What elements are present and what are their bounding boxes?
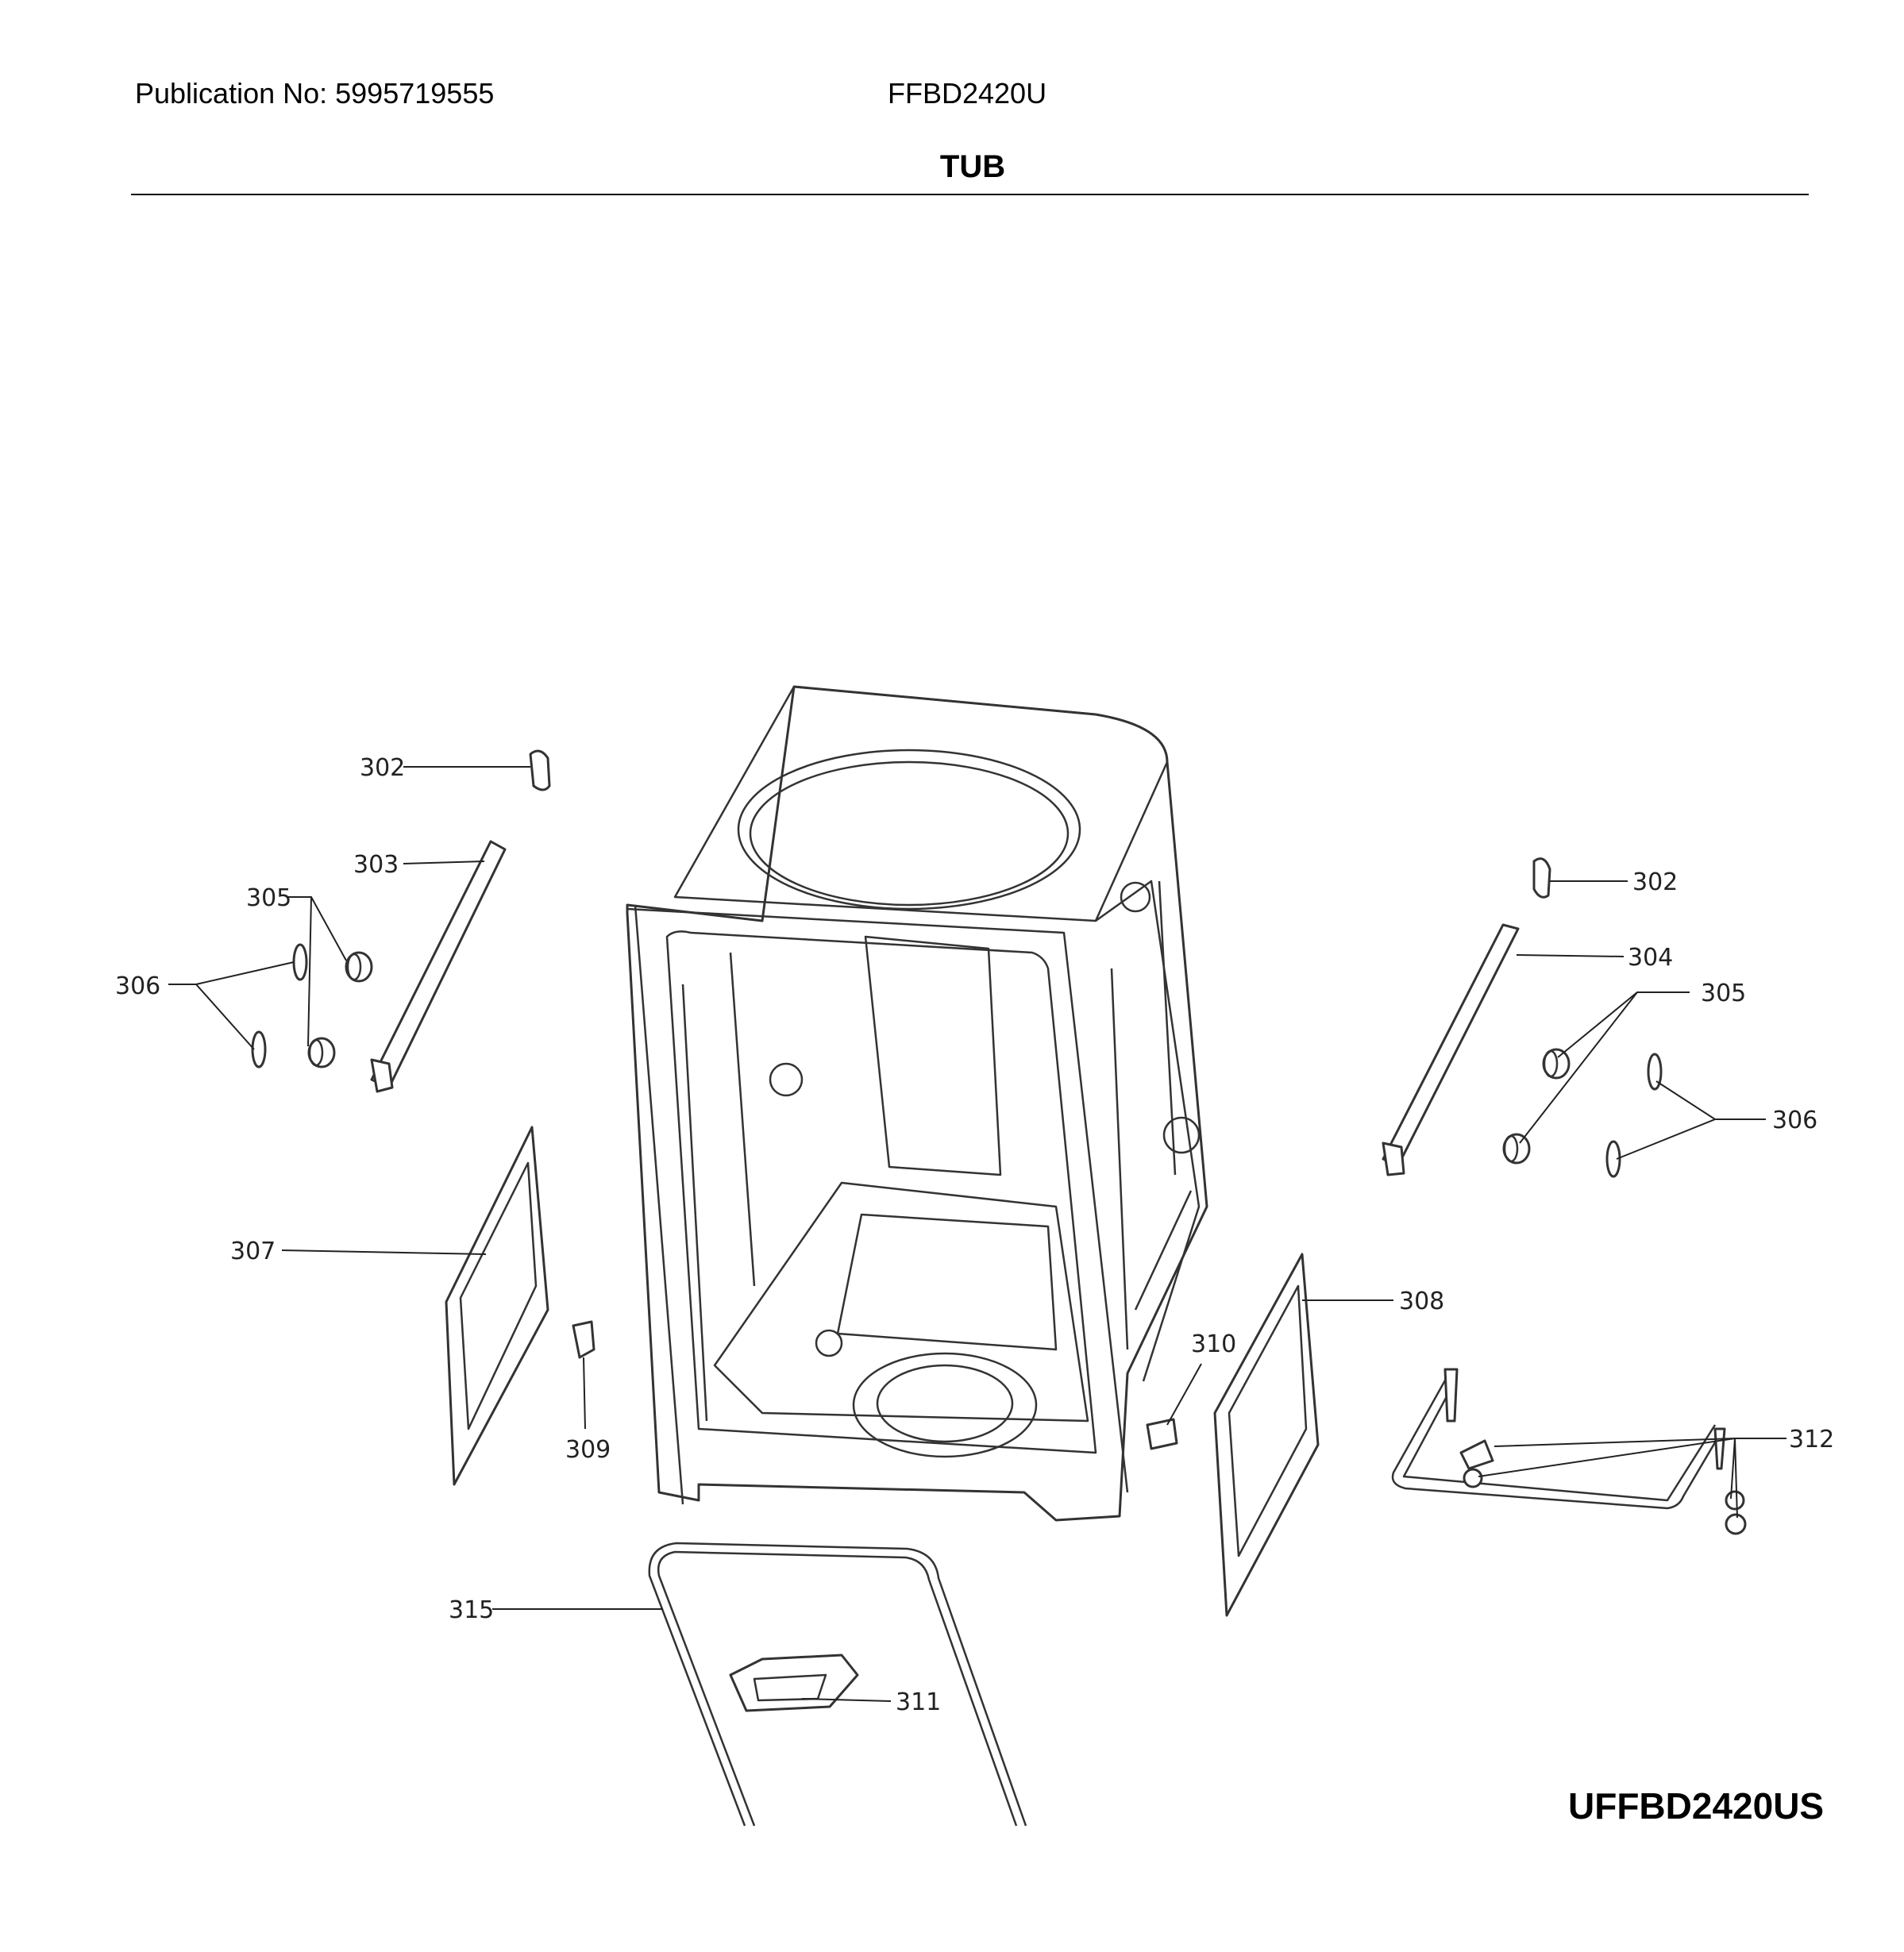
door-latch-311 (729, 1654, 859, 1712)
right-rack-rail-304 (1382, 923, 1520, 1176)
clip-309 (572, 1320, 595, 1359)
callout-303: 303 (353, 851, 399, 879)
leader-lines (168, 766, 1786, 1702)
left-wheel-clip-302 (529, 749, 551, 791)
callout-308: 308 (1399, 1288, 1444, 1315)
header-rule (131, 194, 1809, 195)
left-side-panel-307 (445, 1126, 549, 1486)
left-washers-306 (251, 943, 308, 1068)
callout-306-left: 306 (115, 972, 160, 1000)
callout-311: 311 (896, 1688, 941, 1716)
callout-305-right: 305 (1701, 980, 1746, 1007)
publication-number: Publication No: 5995719555 (135, 77, 495, 110)
right-wheel-clip-302 (1532, 857, 1551, 899)
callout-305-left: 305 (246, 884, 291, 912)
tub-body (626, 685, 1208, 1522)
callout-306-right: 306 (1772, 1107, 1817, 1134)
left-wheels-305 (307, 951, 373, 1068)
callout-302-right: 302 (1632, 868, 1678, 896)
clip-310 (1146, 1418, 1178, 1450)
callout-309: 309 (565, 1436, 611, 1464)
diagram-code: UFFBD2420US (1568, 1785, 1825, 1827)
door-gasket-315 (648, 1542, 1027, 1827)
right-washers-306 (1605, 1053, 1663, 1178)
right-side-panel-308 (1213, 1253, 1320, 1617)
section-title: TUB (939, 149, 1006, 184)
callout-310: 310 (1191, 1330, 1236, 1358)
callout-312: 312 (1789, 1426, 1834, 1453)
callout-302-left: 302 (360, 754, 405, 782)
model-number: FFBD2420U (888, 77, 1047, 110)
callout-labels: 302 303 305 306 302 304 305 306 307 308 … (115, 754, 1834, 1716)
callout-304: 304 (1628, 944, 1673, 972)
callout-307: 307 (230, 1238, 276, 1265)
door-bracket-kit-312 (1391, 1368, 1747, 1535)
left-rack-rail-303 (370, 840, 507, 1093)
right-wheels-305 (1502, 1048, 1571, 1165)
callout-315: 315 (449, 1596, 494, 1624)
